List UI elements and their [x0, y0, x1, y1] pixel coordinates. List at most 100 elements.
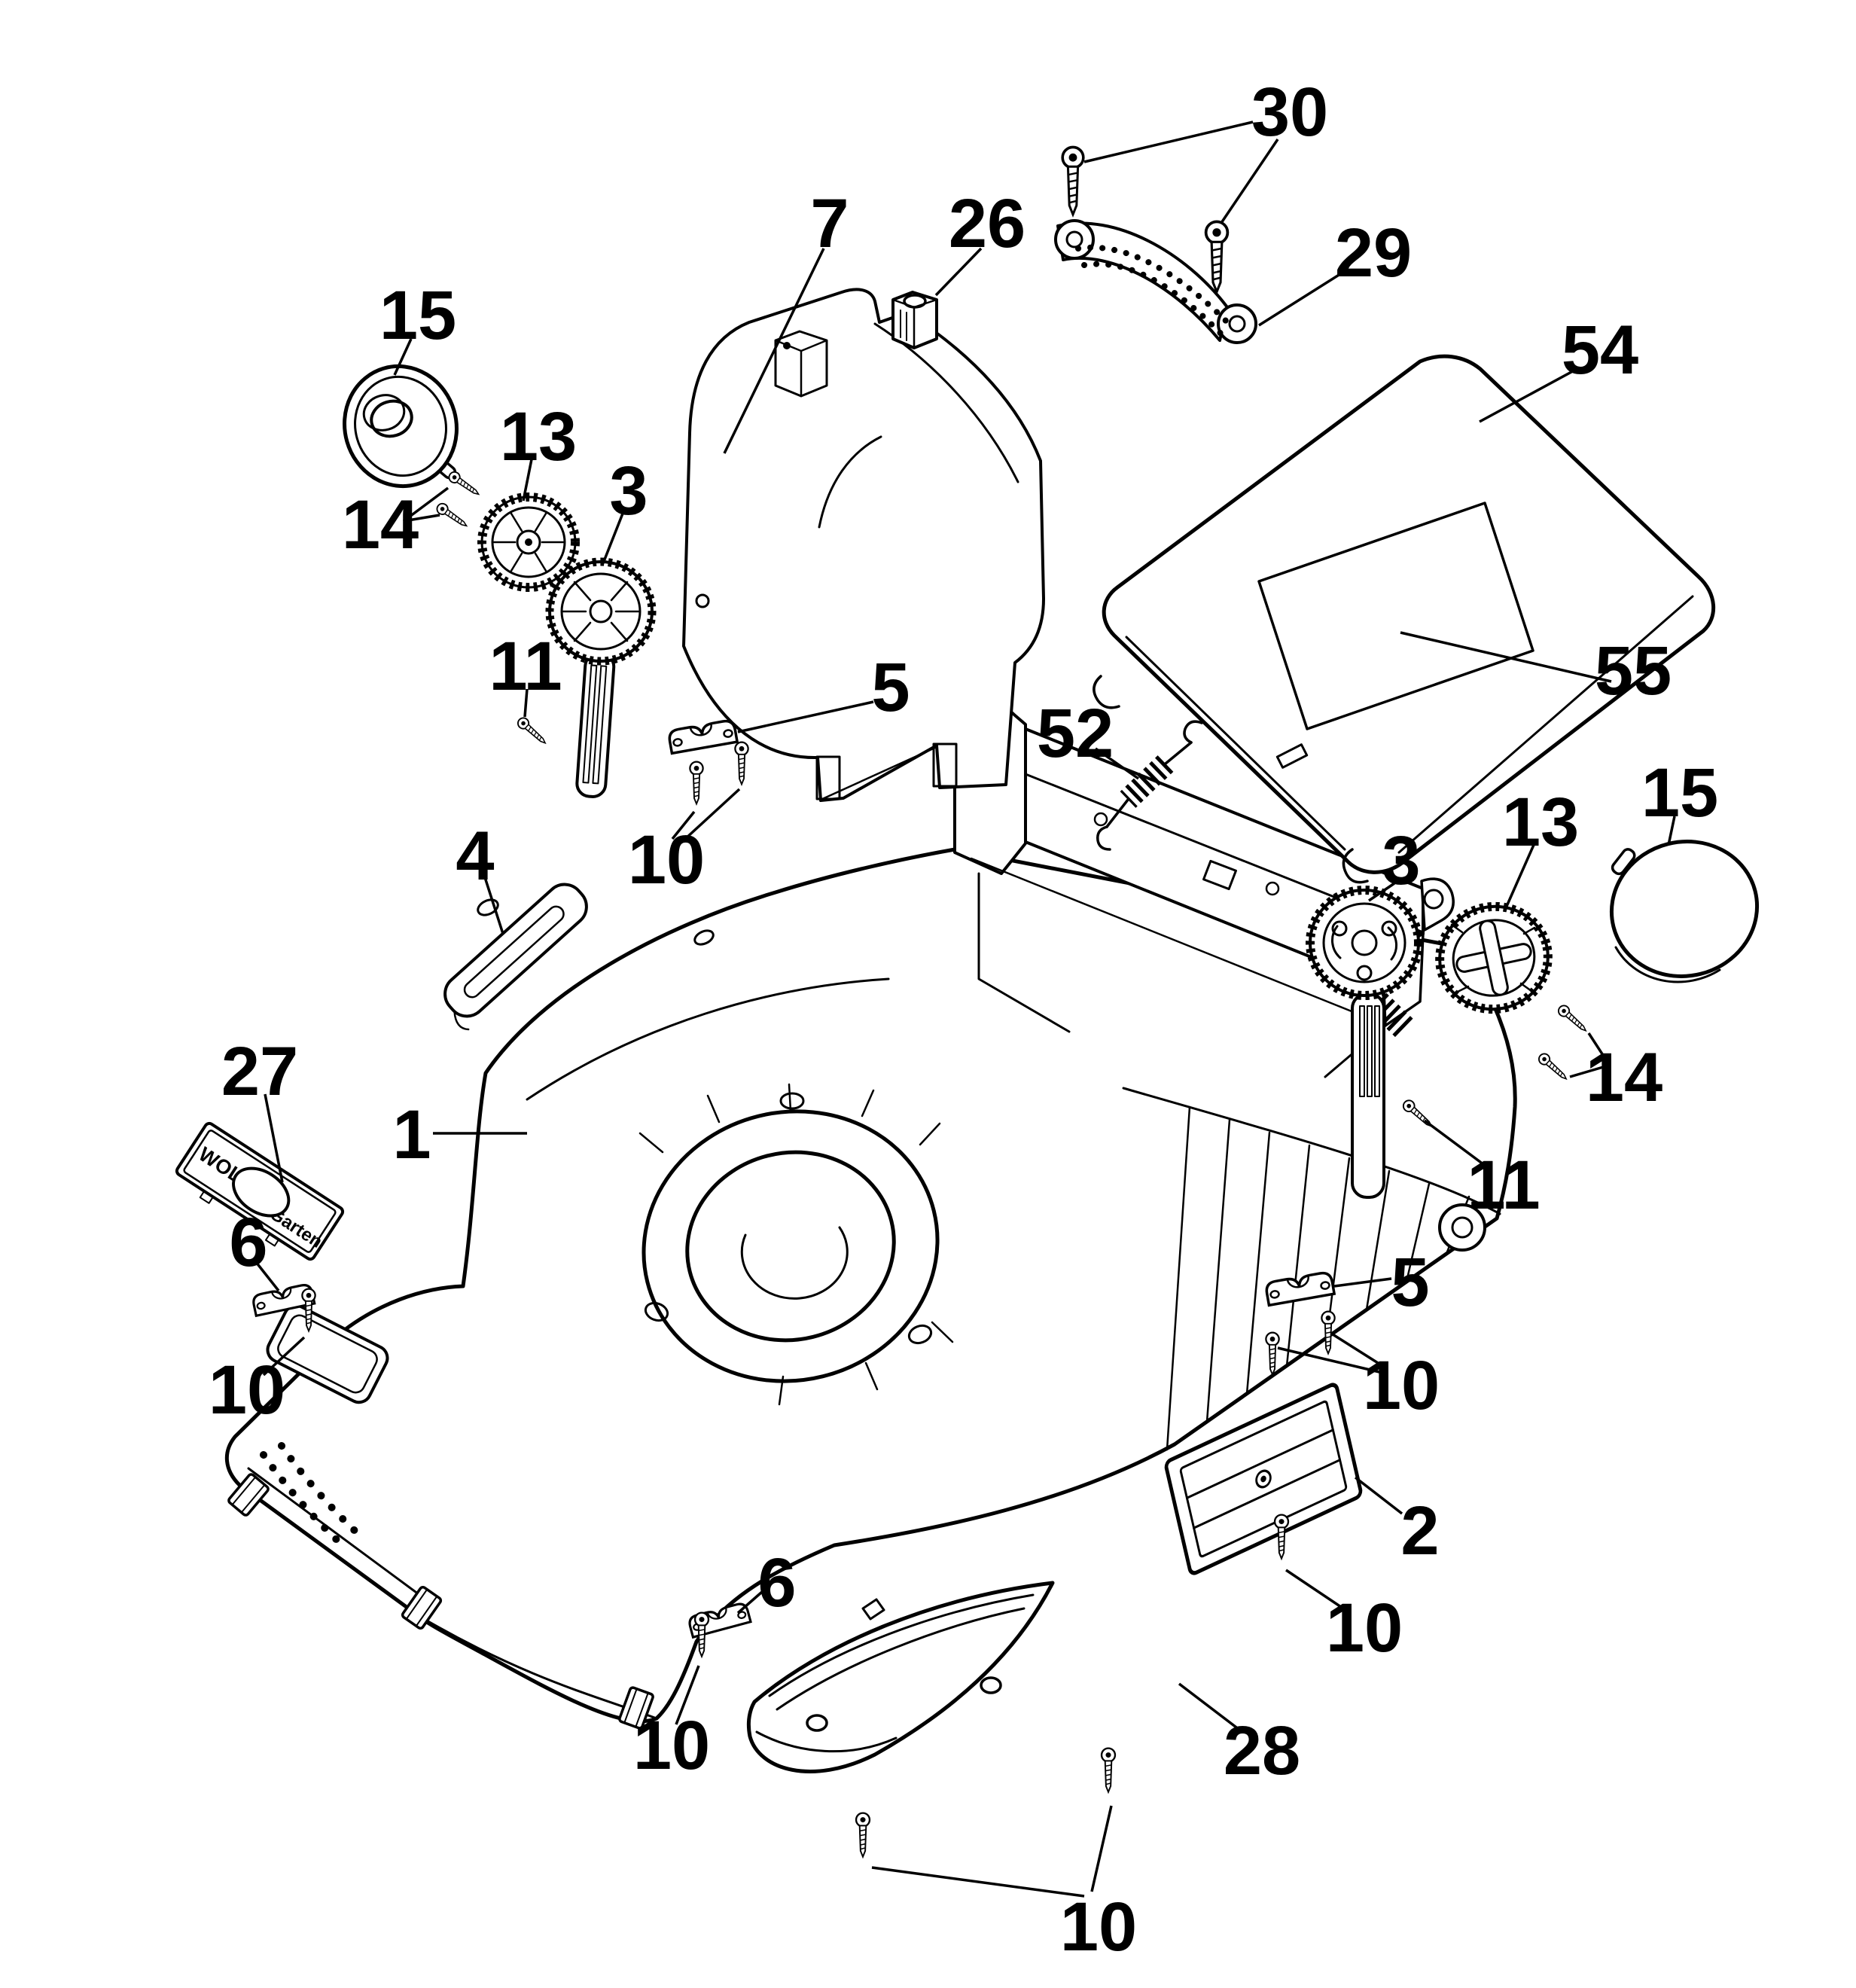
callout-leader-14	[403, 514, 440, 523]
callout-label-13-16: 13	[1502, 784, 1579, 861]
callout-leader-27	[264, 1093, 284, 1183]
tension-spring	[1096, 720, 1203, 851]
callout-label-7-1: 7	[810, 185, 849, 262]
screw-14-left-a	[446, 469, 483, 500]
callout-label-28-29: 28	[1224, 1712, 1300, 1789]
callout-label-3-7: 3	[609, 453, 648, 529]
front-bumper	[746, 1581, 1055, 1773]
callout-label-14-20: 14	[1586, 1039, 1662, 1116]
callout-label-55-11: 55	[1595, 633, 1672, 709]
callout-label-54-4: 54	[1562, 312, 1638, 389]
callout-label-5-10: 5	[871, 649, 910, 726]
callout-label-2-26: 2	[1400, 1493, 1439, 1569]
gear-wheel-left	[477, 492, 580, 592]
callout-leader-13	[1504, 844, 1535, 910]
callout-leader-26	[934, 247, 983, 297]
wheel-cap-right	[1609, 840, 1760, 983]
callout-label-10-13: 10	[628, 822, 705, 898]
callout-leader-7	[723, 248, 825, 454]
screw-10-bumper-right	[1100, 1747, 1117, 1793]
callout-leader-13	[522, 459, 533, 502]
callout-leader-15	[1667, 816, 1676, 846]
callout-label-30-0: 30	[1251, 74, 1328, 151]
callout-label-10-28: 10	[1326, 1590, 1403, 1666]
discharge-grate	[1164, 1383, 1363, 1575]
callout-leader-10	[684, 788, 741, 840]
callout-label-13-6: 13	[500, 398, 577, 475]
carry-handle-grille	[1054, 219, 1257, 344]
spacer-block	[891, 291, 938, 349]
callout-label-5-23: 5	[1391, 1244, 1429, 1321]
callout-leader-11	[523, 688, 529, 718]
callout-leader-10	[675, 1665, 700, 1725]
callout-leader-54	[1479, 366, 1580, 423]
motor-cover	[682, 288, 1045, 802]
callout-leader-6	[254, 1261, 280, 1292]
callout-leader-10	[871, 1866, 1085, 1898]
callout-leader-10	[1285, 1569, 1349, 1613]
callout-leader-15	[393, 338, 413, 376]
callout-leader-10	[1277, 1346, 1380, 1374]
adjuster-gear-arm-left	[545, 557, 657, 798]
callout-leader-5	[737, 700, 874, 733]
callout-leader-30	[1083, 120, 1254, 163]
brand-badge: WOLF Garten	[175, 1121, 345, 1261]
rear-flap	[1093, 354, 1715, 884]
screw-14-right-a	[1556, 1002, 1590, 1035]
gear-wheel-right	[1435, 901, 1553, 1014]
callout-leader-10	[671, 810, 696, 840]
callout-leader-6	[736, 1590, 763, 1614]
callout-leader-10	[1090, 1805, 1113, 1892]
callout-label-27-18: 27	[221, 1033, 298, 1110]
callout-leader-29	[1258, 267, 1349, 327]
callout-label-15-15: 15	[1641, 755, 1718, 831]
callout-leader-10	[262, 1336, 306, 1377]
screw-14-left-b	[434, 501, 471, 532]
callout-leader-52	[1094, 747, 1140, 780]
callout-label-10-30: 10	[633, 1707, 710, 1784]
callout-label-10-25: 10	[1363, 1347, 1440, 1424]
callout-label-26-2: 26	[949, 185, 1026, 262]
callout-label-10-24: 10	[209, 1352, 285, 1428]
callout-label-15-5: 15	[379, 277, 456, 354]
callout-leader-30	[1220, 139, 1279, 224]
callout-leader-5	[1333, 1277, 1392, 1288]
cover-strip	[443, 883, 588, 1031]
screw-30-a	[1061, 145, 1085, 216]
screw-10-bumper-left	[855, 1812, 871, 1858]
callout-leader-3	[602, 513, 624, 564]
screw-10-left-a	[689, 761, 704, 805]
type-label	[1257, 502, 1534, 730]
adjuster-gear-arm-right	[1306, 886, 1423, 1199]
screw-10-left-b	[734, 741, 749, 785]
callout-leader-3	[1368, 882, 1395, 902]
callout-leader-14	[1569, 1064, 1609, 1078]
screw-11-left	[515, 715, 550, 748]
callout-leader-2	[1354, 1476, 1403, 1515]
callout-leader-14	[402, 486, 450, 523]
callout-leader-28	[1178, 1682, 1244, 1733]
callout-label-29-3: 29	[1335, 215, 1412, 291]
callout-label-3-17: 3	[1382, 822, 1420, 899]
callout-label-4-14: 4	[456, 818, 494, 895]
callout-label-11-21: 11	[1467, 1147, 1540, 1224]
screw-14-right-b	[1536, 1050, 1571, 1084]
screw-30-b	[1204, 220, 1230, 294]
callout-leader-10	[1332, 1333, 1385, 1368]
callout-leader-4	[483, 874, 504, 935]
callout-label-10-31: 10	[1060, 1889, 1137, 1965]
cable-clamp-left	[666, 718, 739, 755]
deck-housing	[224, 703, 1517, 1730]
callout-leader-14	[1587, 1032, 1610, 1064]
wheel-cap-left	[343, 364, 459, 489]
callout-leader-55	[1400, 631, 1612, 683]
callout-label-1-19: 1	[392, 1096, 431, 1173]
callout-label-11-9: 11	[489, 628, 562, 705]
callout-label-6-27: 6	[757, 1544, 796, 1621]
callout-label-6-22: 6	[229, 1204, 267, 1281]
callout-label-14-8: 14	[342, 486, 419, 563]
callout-leader-11	[1423, 1119, 1491, 1170]
